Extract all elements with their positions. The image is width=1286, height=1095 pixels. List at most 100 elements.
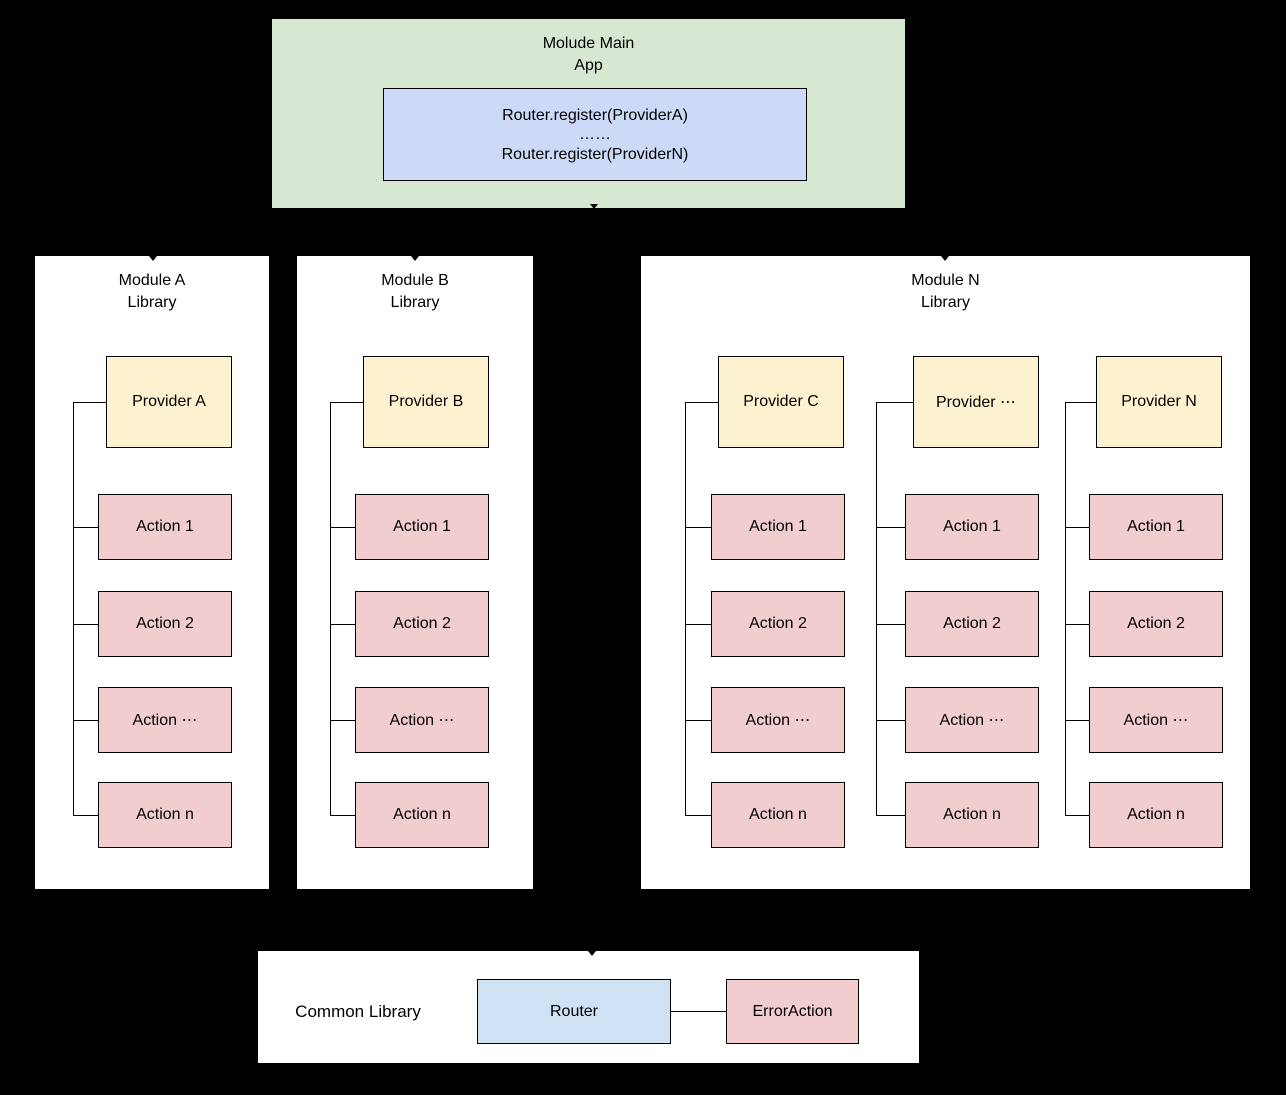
action-box: Action n [711,782,845,848]
connector-stub [330,720,355,721]
connector-stub [1065,527,1089,528]
action-box: Action 2 [1089,591,1223,657]
action-label: Action ⋯ [389,712,455,729]
register-line-n: Router.register(ProviderN) [501,145,689,163]
provider-box: Provider A [106,356,232,448]
action-box: Action 2 [905,591,1039,657]
router-box: Router [477,979,671,1044]
module-n-title: Module N Library [641,270,1250,314]
provider-label: Provider B [388,393,464,410]
action-label: Action 1 [393,518,451,535]
provider-box: Provider B [363,356,489,448]
connector-stub [73,815,98,816]
connector-stub [685,720,711,721]
action-label: Action 2 [393,615,451,632]
module-title-line1: Module N [911,272,980,289]
action-label: Action ⋯ [1123,712,1189,729]
connector-stub [685,624,711,625]
action-label: Action n [136,806,194,823]
connector-stub [330,402,363,403]
connector-vline [685,402,686,816]
action-box: Action 1 [711,494,845,560]
action-box: Action 2 [711,591,845,657]
connector-notch [941,256,949,261]
provider-box: Provider C [718,356,844,448]
module-title-line1: Module A [118,272,186,289]
action-label: Action ⋯ [132,712,198,729]
connector-stub [876,624,905,625]
connector-stub [73,527,98,528]
connector-stub [1065,624,1089,625]
provider-box: Provider ⋯ [913,356,1039,448]
action-box: Action ⋯ [905,687,1039,753]
provider-label: Provider ⋯ [935,394,1017,411]
connector-vline [1065,402,1066,816]
module-main-app-box: Molude Main App Router.register(Provider… [271,18,906,209]
module-title-line2: Library [390,294,440,311]
app-title-line2: App [574,57,603,74]
module-title-line2: Library [921,294,970,311]
action-box: Action 1 [98,494,232,560]
action-box: Action 2 [355,591,489,657]
router-erroraction-connector [671,1011,726,1012]
action-box: Action 1 [905,494,1039,560]
provider-label: Provider A [132,393,206,410]
connector-stub [1065,402,1096,403]
error-action-label: ErrorAction [752,1002,833,1020]
action-box: Action 2 [98,591,232,657]
connector-stub [1065,815,1089,816]
register-line-a: Router.register(ProviderA) [502,106,688,124]
action-box: Action 1 [1089,494,1223,560]
action-label: Action n [749,806,807,823]
action-label: Action 2 [1127,615,1185,632]
common-library-label: Common Library [295,1002,421,1021]
module-b-title: Module B Library [297,270,533,314]
connector-notch [149,256,157,261]
connector-vline [73,402,74,816]
action-label: Action 1 [943,518,1001,535]
connector-stub [876,815,905,816]
connector-notch [588,951,596,956]
provider-label: Provider C [743,393,819,410]
connector-stub [876,527,905,528]
connector-stub [330,624,355,625]
action-label: Action 2 [136,615,194,632]
connector-stub [73,720,98,721]
action-label: Action n [943,806,1001,823]
app-title: Molude Main App [272,33,905,77]
connector-stub [685,815,711,816]
action-label: Action 2 [943,615,1001,632]
router-register-box: Router.register(ProviderA) …… Router.reg… [383,88,807,181]
connector-stub [1065,720,1089,721]
action-label: Action 2 [749,615,807,632]
provider-box: Provider N [1096,356,1222,448]
module-title-line1: Module B [381,272,449,289]
action-box: Action ⋯ [1089,687,1223,753]
action-box: Action n [1089,782,1223,848]
connector-stub [330,527,355,528]
action-box: Action ⋯ [355,687,489,753]
connector-stub [685,402,718,403]
action-label: Action 1 [749,518,807,535]
action-label: Action 1 [136,518,194,535]
action-box: Action n [355,782,489,848]
module-title-line2: Library [127,294,177,311]
action-box: Action n [905,782,1039,848]
common-library-panel: Common Library Router ErrorAction [258,951,919,1063]
connector-notch [590,204,598,209]
connector-stub [73,624,98,625]
router-label: Router [549,1002,599,1020]
connector-stub [330,815,355,816]
action-box: Action ⋯ [98,687,232,753]
connector-notch [411,256,419,261]
register-dots: …… [579,125,611,143]
connector-stub [73,402,106,403]
module-a-title: Module A Library [35,270,269,314]
connector-stub [685,527,711,528]
action-label: Action n [393,806,451,823]
error-action-box: ErrorAction [726,979,859,1044]
connector-stub [876,402,913,403]
provider-label: Provider N [1121,393,1197,410]
action-label: Action ⋯ [939,712,1005,729]
action-box: Action 1 [355,494,489,560]
